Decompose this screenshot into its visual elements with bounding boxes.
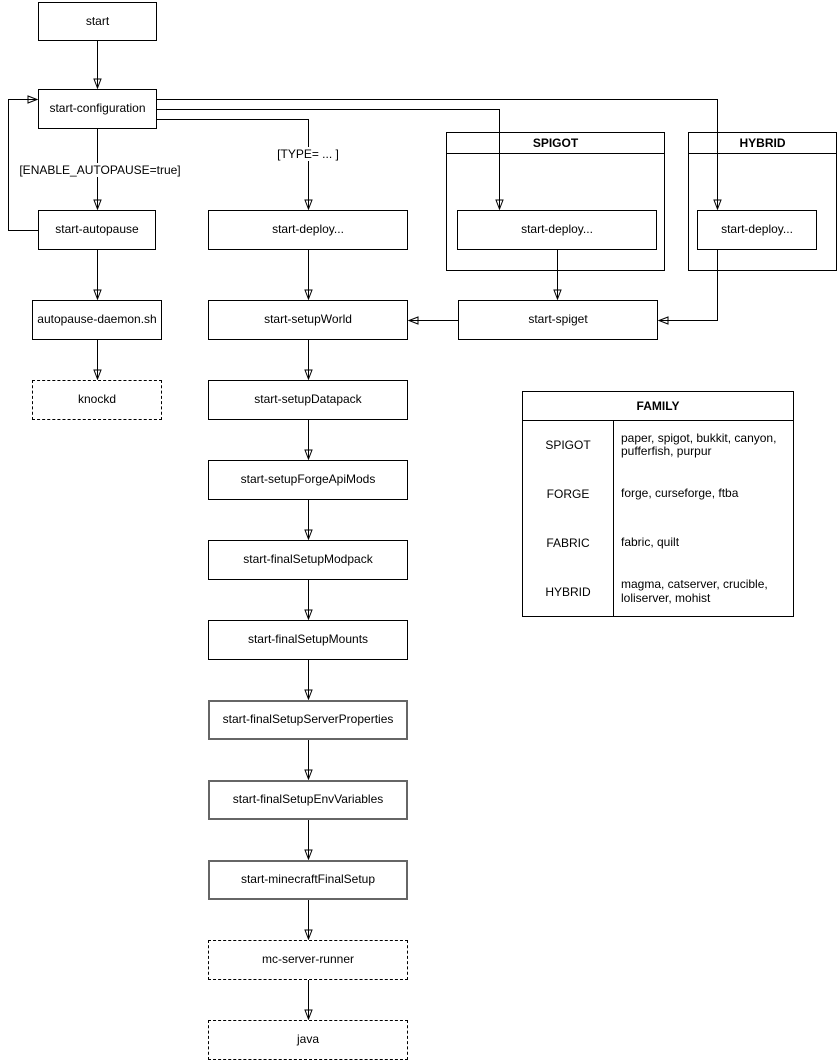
node-mc-server-runner: mc-server-runner (208, 940, 408, 980)
node-start-setupforgeapimods: start-setupForgeApiMods (208, 460, 408, 500)
node-start-deploy-spigot: start-deploy... (457, 210, 657, 250)
family-servers: forge, curseforge, ftba (621, 486, 739, 501)
family-name: HYBRID (523, 567, 614, 616)
node-start-autopause: start-autopause (38, 210, 156, 250)
edge-label-type: [TYPE= ... ] (275, 147, 341, 161)
family-name: FABRIC (523, 518, 614, 568)
node-java: java (208, 1020, 408, 1060)
node-start: start (38, 2, 157, 41)
family-table-title: FAMILY (523, 392, 793, 421)
family-name: FORGE (523, 469, 614, 519)
node-autopause-daemon: autopause-daemon.sh (32, 300, 162, 340)
family-row-fabric: FABRIC fabric, quilt (523, 518, 793, 568)
family-row-spigot: SPIGOT paper, spigot, bukkit, canyon, pu… (523, 421, 793, 470)
group-spigot-title: SPIGOT (447, 133, 664, 154)
family-table-body: SPIGOT paper, spigot, bukkit, canyon, pu… (523, 421, 793, 616)
node-start-setupdatapack: start-setupDatapack (208, 380, 408, 420)
family-servers: magma, catserver, crucible, loliserver, … (621, 576, 768, 605)
family-row-forge: FORGE forge, curseforge, ftba (523, 469, 793, 519)
node-knockd: knockd (32, 380, 162, 420)
node-start-spiget: start-spiget (458, 300, 658, 340)
node-start-setupworld: start-setupWorld (208, 300, 408, 340)
group-hybrid: HYBRID (688, 132, 837, 271)
node-start-finalsetupserverproperties: start-finalSetupServerProperties (208, 700, 408, 740)
node-start-finalsetupmodpack: start-finalSetupModpack (208, 540, 408, 580)
node-start-minecraftfinalsetup: start-minecraftFinalSetup (208, 860, 408, 900)
family-row-hybrid: HYBRID magma, catserver, crucible, lolis… (523, 567, 793, 616)
node-start-finalsetupenvvariables: start-finalSetupEnvVariables (208, 780, 408, 820)
family-table: FAMILY SPIGOT paper, spigot, bukkit, can… (522, 391, 794, 617)
group-hybrid-title: HYBRID (689, 133, 836, 154)
family-servers: fabric, quilt (621, 534, 680, 549)
group-spigot: SPIGOT (446, 132, 665, 271)
family-name: SPIGOT (523, 421, 614, 470)
family-servers: paper, spigot, bukkit, canyon, pufferfis… (621, 430, 777, 459)
node-start-deploy-main: start-deploy... (208, 210, 408, 250)
edge-label-enable-autopause: [ENABLE_AUTOPAUSE=true] (17, 163, 183, 177)
node-start-configuration: start-configuration (38, 89, 157, 129)
node-start-finalsetupmounts: start-finalSetupMounts (208, 620, 408, 660)
node-start-deploy-hybrid: start-deploy... (697, 210, 817, 250)
